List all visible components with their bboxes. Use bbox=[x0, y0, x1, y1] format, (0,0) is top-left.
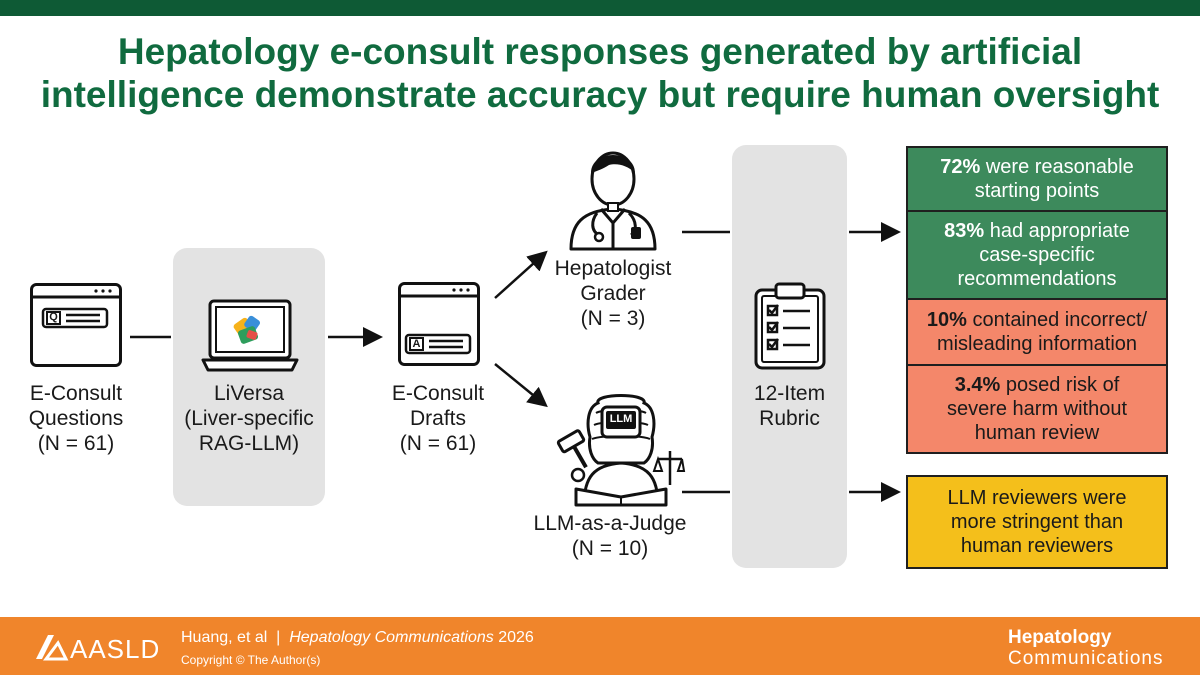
page-title: Hepatology e-consult responses generated… bbox=[0, 30, 1200, 116]
result-box-reasonable: 72% were reasonable starting points bbox=[906, 146, 1168, 212]
hepatologist-label-line-3: (N = 3) bbox=[580, 307, 646, 330]
result-text: severe harm without bbox=[946, 398, 1128, 420]
drafts-label-line-1: E-Consult bbox=[391, 382, 485, 405]
footer: AASLD Huang, et al | Hepatology Communic… bbox=[0, 617, 1200, 675]
liversa-label-line-3: RAG-LLM) bbox=[198, 432, 300, 455]
result-box-severe-harm: 3.4% posed risk of severe harm without h… bbox=[906, 364, 1168, 454]
result-pct: 3.4% bbox=[954, 374, 1001, 396]
result-text: recommendations bbox=[957, 268, 1117, 290]
citation-year: 2026 bbox=[498, 629, 534, 646]
judge-label-line-1: LLM-as-a-Judge bbox=[533, 512, 687, 535]
aasld-logo-text: AASLD bbox=[70, 634, 161, 664]
result-text: contained incorrect/ bbox=[966, 309, 1148, 331]
drafts-window-icon bbox=[398, 282, 480, 366]
citation-authors: Huang, et al bbox=[181, 629, 268, 646]
clipboard-icon bbox=[754, 282, 826, 370]
questions-label-line-2: Questions bbox=[28, 407, 124, 430]
questions-label: E-Consult Questions (N = 61) bbox=[8, 381, 144, 456]
hepatologist-label-line-2: Grader bbox=[580, 282, 646, 305]
result-text: posed risk of bbox=[1000, 374, 1120, 396]
rubric-label: 12-Item Rubric bbox=[732, 381, 847, 431]
questions-window-icon bbox=[30, 283, 122, 367]
llm-result-line-3: human reviewers bbox=[960, 535, 1114, 557]
arrow-drafts-hepatologist bbox=[494, 250, 548, 299]
doctor-icon bbox=[569, 151, 657, 251]
result-box-case-specific: 83% had appropriate case-specific recomm… bbox=[906, 210, 1168, 300]
rubric-label-line-2: Rubric bbox=[759, 407, 820, 430]
brand-line-1: Hepatology bbox=[1008, 627, 1112, 648]
rubric-label-line-1: 12-Item bbox=[753, 382, 826, 405]
questions-icon-letter: Q bbox=[49, 311, 58, 323]
citation: Huang, et al | Hepatology Communications… bbox=[181, 628, 534, 648]
arrow-drafts-judge bbox=[494, 363, 548, 408]
questions-label-line-3: (N = 61) bbox=[37, 432, 115, 455]
hepatologist-label-line-1: Hepatologist bbox=[554, 257, 672, 280]
drafts-label-line-2: Drafts bbox=[409, 407, 466, 430]
liversa-label: LiVersa (Liver-specific RAG-LLM) bbox=[173, 381, 325, 456]
drafts-icon-letter: A bbox=[412, 338, 421, 350]
judge-badge-text: LLM bbox=[609, 413, 633, 425]
title-line-1: Hepatology e-consult responses generated… bbox=[117, 31, 1083, 72]
result-text: starting points bbox=[974, 180, 1100, 202]
result-pct: 83% bbox=[944, 220, 985, 242]
citation-separator: | bbox=[276, 629, 281, 646]
top-bar bbox=[0, 0, 1200, 16]
liversa-label-line-1: LiVersa bbox=[213, 382, 285, 405]
result-box-incorrect: 10% contained incorrect/ misleading info… bbox=[906, 298, 1168, 366]
hepatologist-label: Hepatologist Grader (N = 3) bbox=[545, 256, 681, 331]
liversa-panel bbox=[173, 248, 325, 506]
result-text: case-specific bbox=[979, 244, 1095, 266]
result-box-llm-stringent: LLM reviewers were more stringent than h… bbox=[906, 475, 1168, 569]
result-pct: 10% bbox=[926, 309, 967, 331]
result-text: were reasonable bbox=[980, 156, 1134, 178]
judge-label-line-2: (N = 10) bbox=[571, 537, 649, 560]
result-text: human review bbox=[974, 422, 1100, 444]
liversa-logo-icon bbox=[233, 315, 260, 344]
citation-journal: Hepatology Communications bbox=[289, 629, 494, 646]
result-pct: 72% bbox=[940, 156, 981, 178]
drafts-label: E-Consult Drafts (N = 61) bbox=[370, 381, 506, 456]
laptop-icon bbox=[201, 299, 299, 372]
llm-result-line-1: LLM reviewers were bbox=[947, 487, 1127, 509]
judge-label: LLM-as-a-Judge (N = 10) bbox=[520, 511, 700, 561]
llm-result-line-2: more stringent than bbox=[950, 511, 1124, 533]
result-text: had appropriate bbox=[984, 220, 1130, 242]
copyright: Copyright © The Author(s) bbox=[181, 653, 321, 667]
aasld-logo-icon bbox=[36, 635, 69, 661]
robot-judge-icon bbox=[556, 394, 686, 507]
brand-line-2: Communications bbox=[1008, 648, 1164, 669]
liversa-label-line-2: (Liver-specific bbox=[184, 407, 314, 430]
result-text: misleading information bbox=[936, 333, 1138, 355]
title-line-2: intelligence demonstrate accuracy but re… bbox=[40, 74, 1160, 115]
questions-label-line-1: E-Consult bbox=[29, 382, 123, 405]
drafts-label-line-3: (N = 61) bbox=[399, 432, 477, 455]
